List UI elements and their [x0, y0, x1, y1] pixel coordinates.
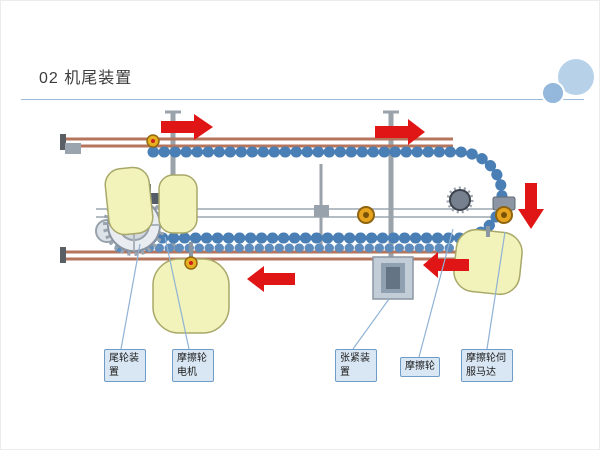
flow-arrows — [161, 114, 544, 292]
logo-circles-icon — [541, 59, 595, 105]
friction-wheel — [446, 186, 474, 214]
left-pod-2 — [158, 174, 198, 234]
flow-arrow-left-2 — [247, 266, 295, 292]
rail-clamps — [146, 134, 198, 270]
callout-label-friction-wheel-motor: 摩擦轮电机 — [172, 349, 214, 382]
title-divider — [21, 99, 584, 100]
servo-motor — [492, 196, 516, 224]
flow-arrow-right-1 — [161, 114, 213, 140]
logo-circle-small — [541, 81, 565, 105]
bottom-rails — [63, 250, 493, 261]
flow-arrow-left-1 — [423, 252, 469, 278]
flow-arrow-down — [518, 183, 544, 229]
top-rails — [63, 137, 453, 148]
right-pod — [453, 228, 523, 296]
callout-label-tension-device: 张紧装置 — [335, 349, 377, 382]
rail-end-caps — [60, 134, 66, 263]
callout-label-tail-wheel: 尾轮装置 — [104, 349, 146, 382]
left-rail-bracket — [65, 143, 81, 154]
flow-arrow-right-2 — [375, 119, 425, 145]
mid-bracket — [314, 205, 329, 217]
callout-label-friction-wheel-servo: 摩擦轮伺服马达 — [461, 349, 513, 382]
tension-device — [357, 206, 414, 300]
left-pod-1 — [104, 166, 154, 236]
bottom-pod — [152, 258, 230, 334]
slide-title: 02 机尾装置 — [39, 70, 133, 87]
carrier-pods — [104, 166, 523, 334]
callout-label-friction-wheel: 摩擦轮 — [400, 357, 440, 377]
callout-lines — [120, 228, 506, 358]
